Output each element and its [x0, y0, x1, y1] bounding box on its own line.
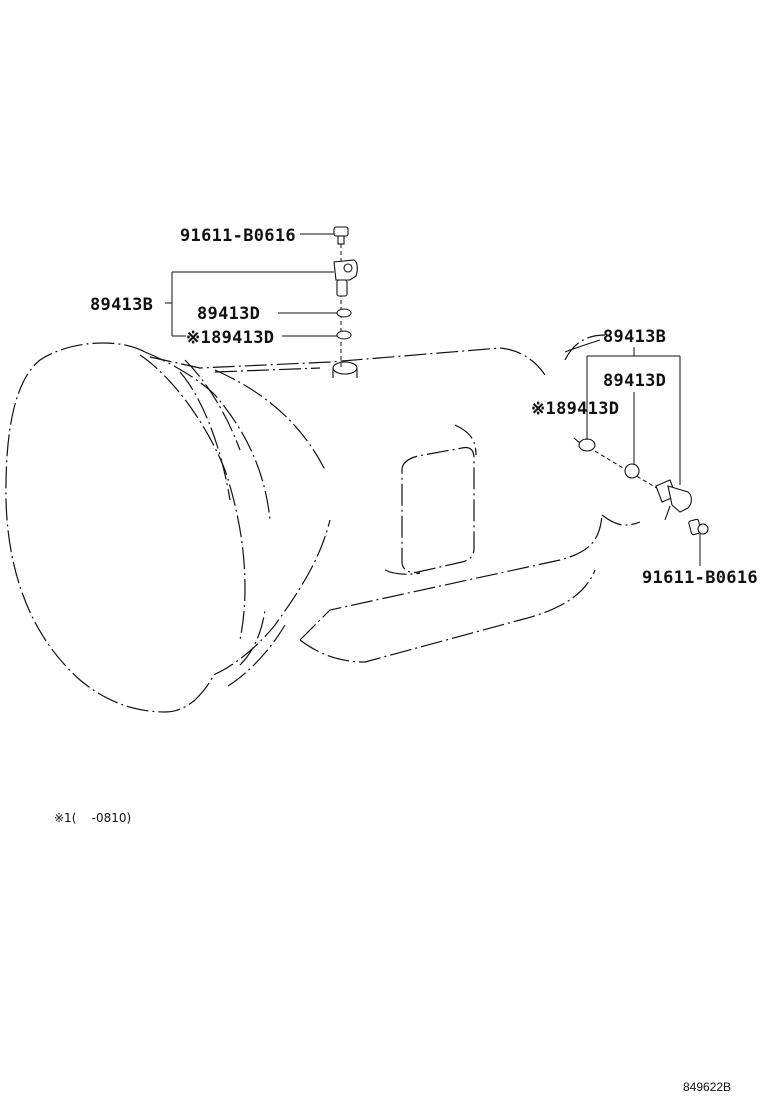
part-number-label: ※189413D [186, 328, 274, 348]
bolt-icon [333, 226, 349, 245]
part-number-label: 89413B [90, 295, 153, 315]
o-ring-icon [624, 463, 640, 479]
part-number-label: ※189413D [531, 399, 619, 419]
part-number-label: 91611-B0616 [180, 226, 296, 246]
speed-sensor-icon [333, 259, 358, 297]
part-number-label: 91611-B0616 [642, 568, 758, 588]
bolt-icon [688, 518, 709, 536]
transmission-housing [5, 334, 641, 713]
part-number-label: 89413D [603, 371, 666, 391]
o-ring-icon [573, 437, 596, 452]
figure-id: 849622B [683, 1080, 731, 1094]
top-sensor-stack [333, 226, 358, 370]
speed-sensor-icon [655, 479, 692, 521]
part-number-label: 89413B [603, 327, 666, 347]
right-sensor-stack [573, 437, 709, 548]
footnote: ※1( -0810) [54, 811, 131, 825]
top-leader-lines [165, 233, 337, 337]
o-ring-icon [336, 330, 352, 340]
o-ring-icon [336, 308, 352, 318]
right-leader-lines [564, 339, 701, 566]
part-number-label: 89413D [197, 304, 260, 324]
